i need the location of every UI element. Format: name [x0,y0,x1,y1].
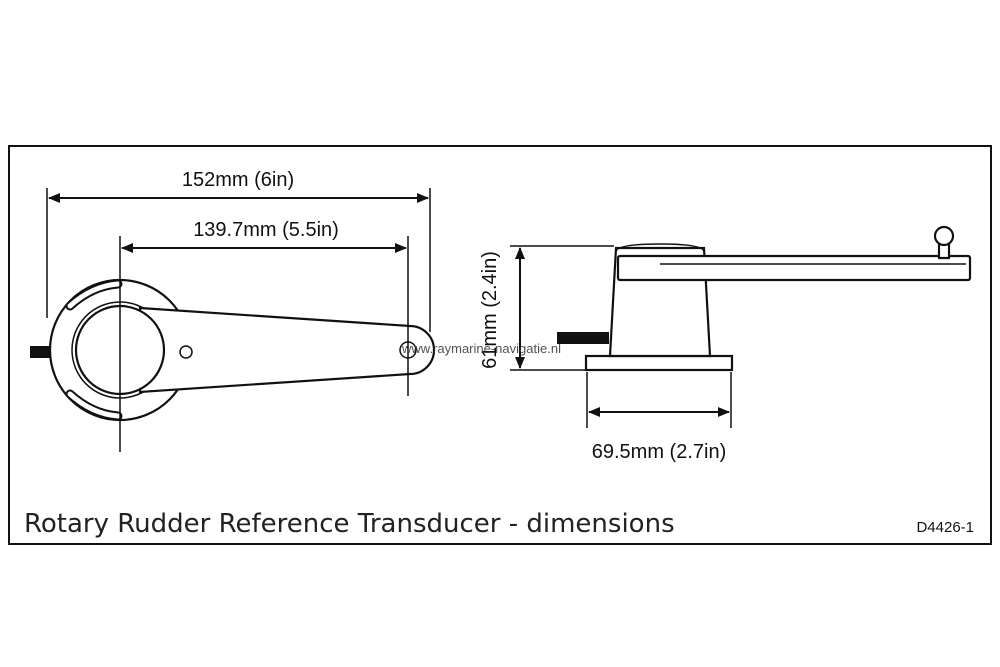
cable-right [557,332,609,344]
ball-joint-ball [933,225,955,247]
pivot-length-label: 139.7mm (5.5in) [193,219,339,241]
mounting-slot-top-inner [67,281,121,309]
mounting-slot-bottom-inner [67,391,121,419]
side-arm [616,254,972,282]
overall-length-label: 152mm (6in) [182,169,294,191]
arm-hole [179,345,193,359]
top-view: 152mm (6in) 139.7mm (5.5in) [30,169,436,452]
height-label: 61mm (2.4in) [479,251,501,369]
base-width-label: 69.5mm (2.7in) [592,441,727,463]
rudder-arm [138,306,436,394]
body-top [615,243,705,253]
diagram-code: D4426-1 [916,519,974,536]
side-view: 61mm (2.4in) 69.5mm (2.7in) [479,225,972,463]
watermark: www.raymarine-navigatie.nl [401,341,561,356]
base-plate [584,354,734,372]
diagram-caption: Rotary Rudder Reference Transducer - dim… [24,509,675,539]
